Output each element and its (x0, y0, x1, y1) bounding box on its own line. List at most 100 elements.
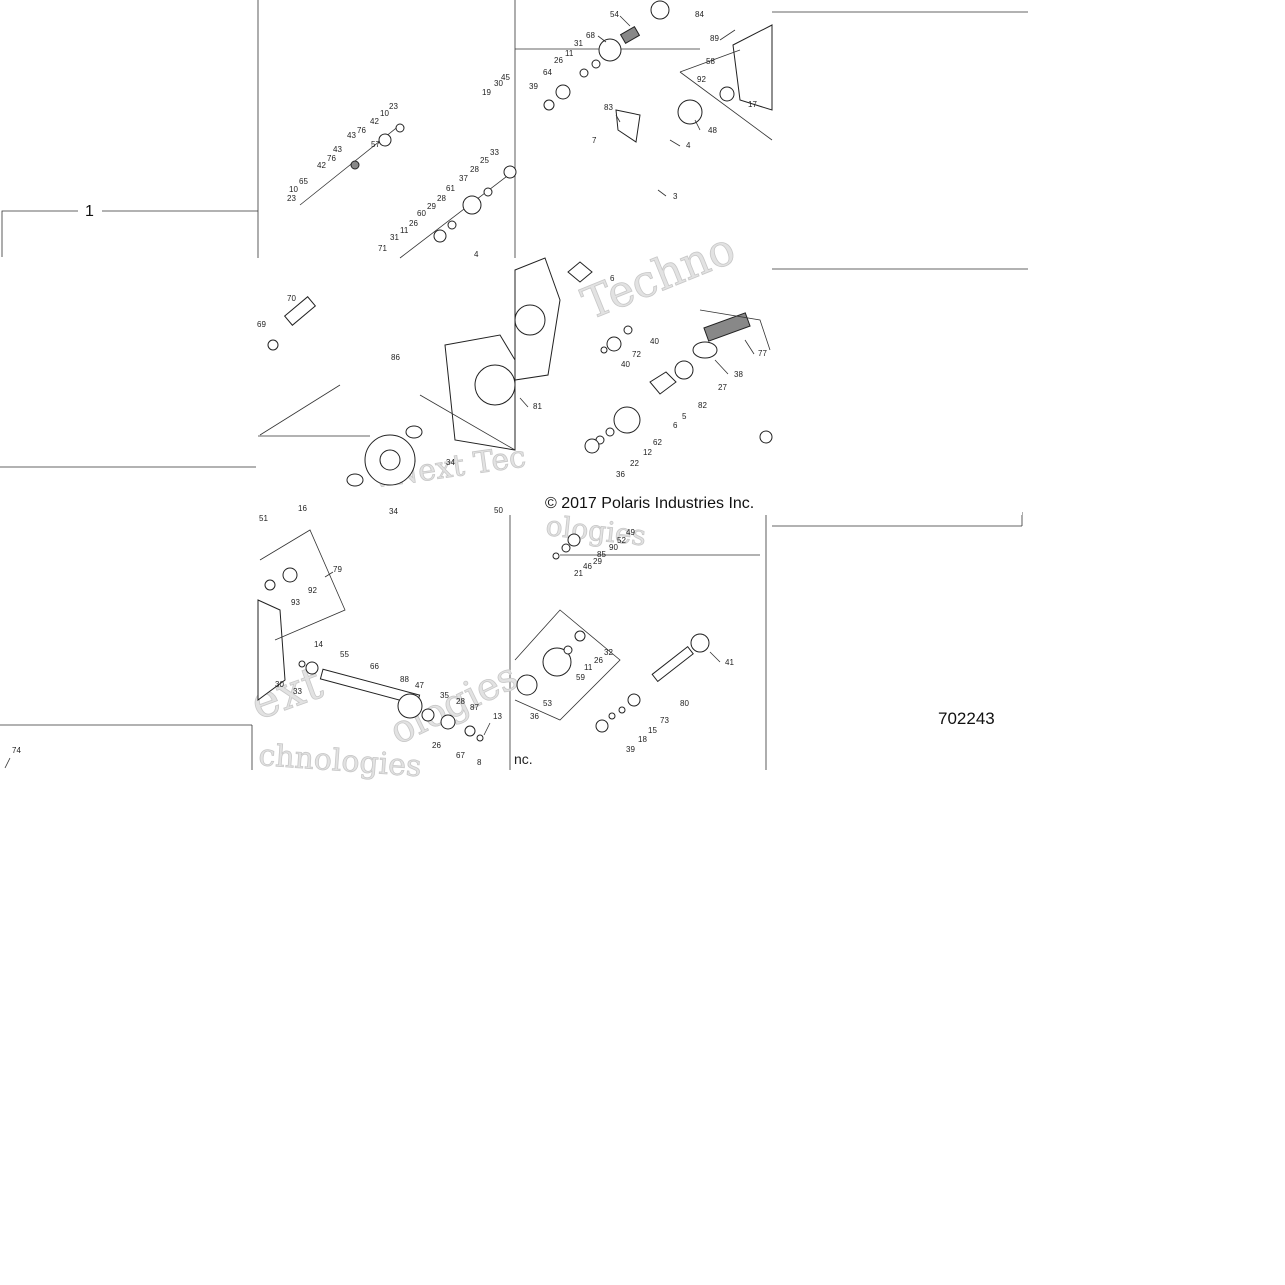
callout: 62 (653, 438, 662, 447)
callout: 66 (370, 662, 379, 671)
callout: 89 (710, 34, 719, 43)
callout: 36 (616, 470, 625, 479)
callout: 73 (660, 716, 669, 725)
callout: 14 (314, 640, 323, 649)
callout: 68 (586, 31, 595, 40)
callout: 16 (298, 504, 307, 513)
group-bracket: 1 (1, 203, 258, 257)
callout: 26 (409, 219, 418, 228)
callout: 64 (543, 68, 552, 77)
callout: 88 (400, 675, 409, 684)
callout: 21 (574, 569, 583, 578)
callout: 11 (400, 226, 409, 235)
callout: 76 (327, 154, 336, 163)
callout: 12 (643, 448, 652, 457)
callout: 6 (673, 421, 678, 430)
callout: 57 (371, 140, 380, 149)
callout: 13 (493, 712, 502, 721)
callout: 39 (529, 82, 538, 91)
copyright-fragment: nc. (514, 751, 533, 767)
callout: 33 (490, 148, 499, 157)
callout: 59 (576, 673, 585, 682)
callout: 83 (604, 103, 613, 112)
watermark-2: Techno (575, 223, 742, 330)
callout: 92 (697, 75, 706, 84)
callout: 36 (530, 712, 539, 721)
callout: 40 (621, 360, 630, 369)
tile-seams (0, 0, 1028, 770)
callout: 11 (584, 663, 593, 672)
callout: 74 (12, 746, 21, 755)
callout: 31 (574, 39, 583, 48)
callout: 43 (333, 145, 342, 154)
callout: 28 (456, 697, 465, 706)
copyright-notice: © 2017 Polaris Industries Inc. (545, 495, 754, 512)
callout: 6 (610, 274, 615, 283)
callout: 30 (275, 680, 284, 689)
callout: 80 (680, 699, 689, 708)
callout: 10 (380, 109, 389, 118)
callout: 25 (480, 156, 489, 165)
callouts: 54 68 31 11 26 64 39 84 89 58 92 17 83 4… (12, 10, 767, 767)
callout: 39 (626, 745, 635, 754)
callout: 8 (477, 758, 482, 767)
callout: 45 (501, 73, 510, 82)
callout: 17 (748, 100, 757, 109)
callout: 77 (758, 349, 767, 358)
callout: 41 (725, 658, 734, 667)
callout: 70 (287, 294, 296, 303)
callout: 90 (609, 543, 618, 552)
callout: 31 (390, 233, 399, 242)
callout: 4 (686, 141, 691, 150)
callout: 48 (708, 126, 717, 135)
callout: 4 (474, 250, 479, 259)
callout: 71 (378, 244, 387, 253)
callout: 67 (456, 751, 465, 760)
callout: 69 (257, 320, 266, 329)
callout: 92 (308, 586, 317, 595)
callout: 27 (718, 383, 727, 392)
callout: 86 (391, 353, 400, 362)
callout: 42 (370, 117, 379, 126)
callout: 87 (470, 703, 479, 712)
reference-number: 702243 (938, 709, 995, 728)
callout: 76 (357, 126, 366, 135)
callout: 33 (293, 687, 302, 696)
callout: 60 (417, 209, 426, 218)
callout: 32 (604, 648, 613, 657)
group-label: 1 (85, 203, 94, 220)
callout: 30 (494, 79, 503, 88)
callout: 28 (437, 194, 446, 203)
callout: 10 (289, 185, 298, 194)
callout: 18 (638, 735, 647, 744)
callout: 72 (632, 350, 641, 359)
callout: 52 (617, 536, 626, 545)
callout: 84 (695, 10, 704, 19)
callout: 34 (446, 458, 455, 467)
callout: 15 (648, 726, 657, 735)
callout: 23 (287, 194, 296, 203)
callout: 50 (494, 506, 503, 515)
callout: 49 (626, 528, 635, 537)
callout: 54 (610, 10, 619, 19)
callout: 26 (432, 741, 441, 750)
callout: 26 (594, 656, 603, 665)
callout: 85 (597, 550, 606, 559)
callout: 5 (682, 412, 687, 421)
callout: 65 (299, 177, 308, 186)
callout: 55 (340, 650, 349, 659)
callout: 19 (482, 88, 491, 97)
callout: 46 (583, 562, 592, 571)
callout: 79 (333, 565, 342, 574)
leader-lines (4, 15, 755, 769)
callout: 26 (554, 56, 563, 65)
callout: 51 (259, 514, 268, 523)
callout: 22 (630, 459, 639, 468)
callout: 23 (389, 102, 398, 111)
part-drawings (257, 0, 773, 742)
callout: 43 (347, 131, 356, 140)
callout: 38 (734, 370, 743, 379)
callout: 28 (470, 165, 479, 174)
callout: 11 (565, 49, 574, 58)
